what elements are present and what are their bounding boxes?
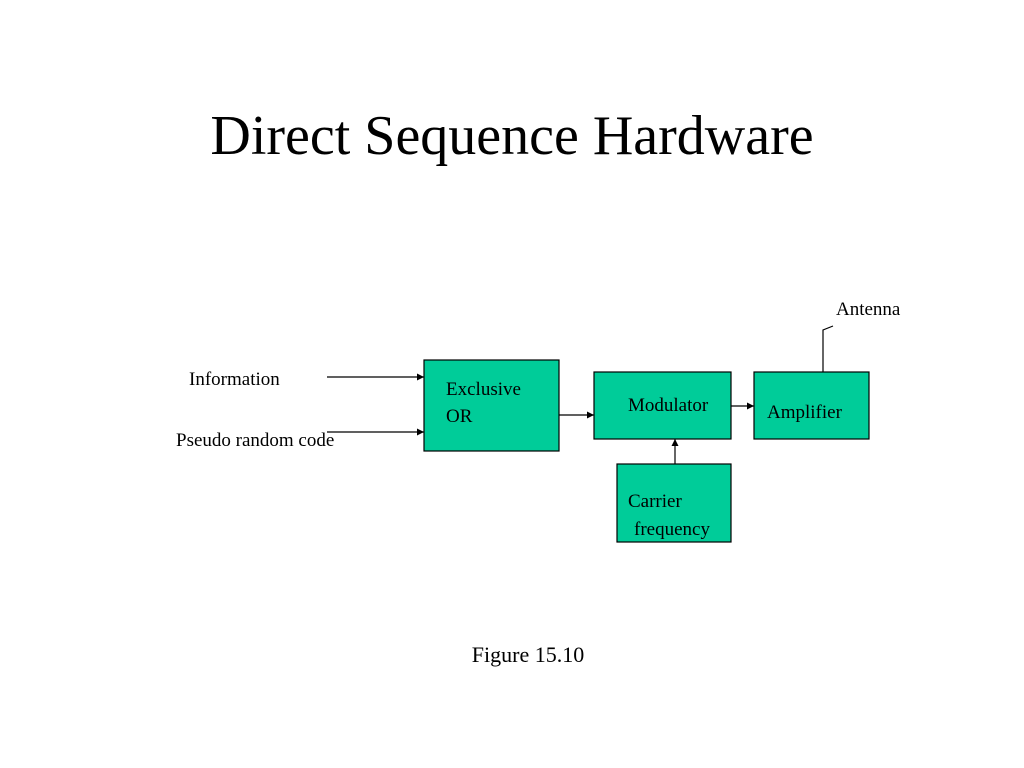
carrier-label-line2: frequency <box>634 519 710 540</box>
exclusive-or-label-line2: OR <box>446 406 473 427</box>
carrier-label-line1: Carrier <box>628 491 682 512</box>
carrier-frequency-block <box>616 463 732 543</box>
modulator-block <box>593 371 732 440</box>
antenna-label: Antenna <box>836 299 901 320</box>
exclusive-or-label-line1: Exclusive <box>446 379 521 400</box>
exclusive-or-block <box>423 359 560 452</box>
amplifier-block <box>753 371 870 440</box>
antenna-icon <box>822 325 834 372</box>
figure-caption: Figure 15.10 <box>471 642 585 667</box>
modulator-label: Modulator <box>628 395 709 416</box>
slide-title: Direct Sequence Hardware <box>210 105 814 167</box>
information-label: Information <box>189 369 280 390</box>
amplifier-label: Amplifier <box>767 402 842 423</box>
pseudo-random-code-label: Pseudo random code <box>176 430 335 451</box>
